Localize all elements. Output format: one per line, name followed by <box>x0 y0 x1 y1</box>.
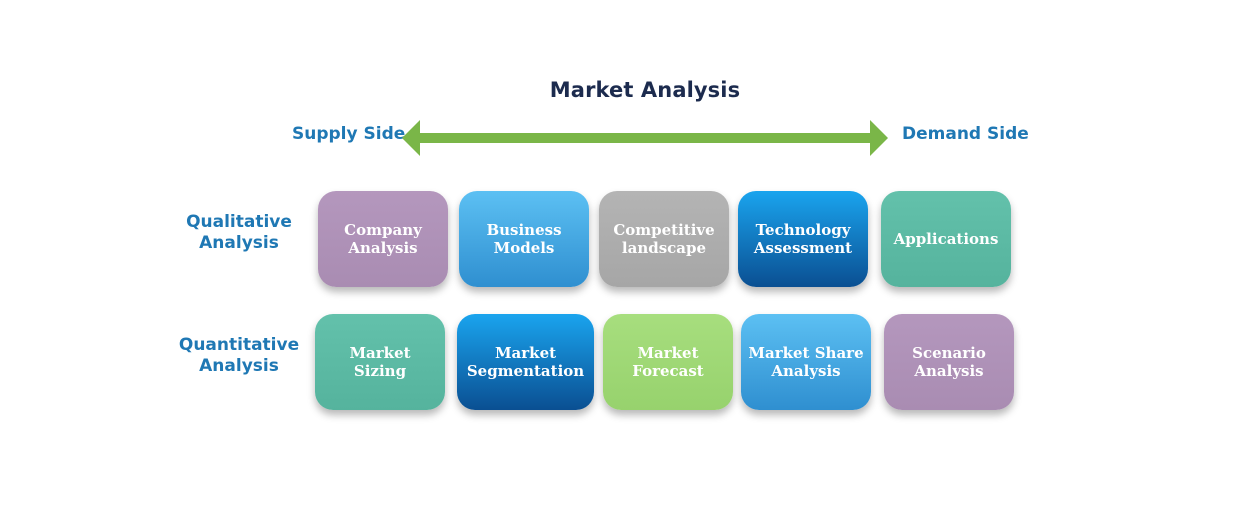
double-arrow-icon <box>402 120 888 156</box>
business-models-box: Business Models <box>459 191 589 287</box>
box-label-line2: Forecast <box>632 362 704 380</box>
diagram-title: Market Analysis <box>549 78 741 102</box>
qualitative-label-line2: Analysis <box>199 233 279 253</box>
box-label-line1: Market Sizing <box>349 344 411 380</box>
box-label-line1: Business <box>486 221 562 239</box>
box-label-line2: Analysis <box>771 362 841 380</box>
applications-box: Applications <box>881 191 1011 287</box>
supply-side-label: Supply Side <box>292 124 406 144</box>
box-label-line1: Company <box>344 221 422 239</box>
market-segmentation-box: Market Segmentation <box>457 314 594 410</box>
quantitative-label-line1: Quantitative <box>178 335 300 355</box>
box-label-line2: Segmentation <box>466 362 585 380</box>
quantitative-label-line2: Analysis <box>199 356 279 376</box>
box-label-line1: Technology <box>755 221 851 239</box>
box-label-line2: Assessment <box>753 239 853 257</box>
box-label-line2: Models <box>493 239 555 257</box>
demand-side-label: Demand Side <box>902 124 1029 144</box>
market-sizing-box: Market Sizing <box>315 314 445 410</box>
box-label-line1: Applications <box>893 230 999 248</box>
box-label-line2: landscape <box>621 239 707 257</box>
market-forecast-box: Market Forecast <box>603 314 733 410</box>
box-label-line1: Market Share <box>748 344 864 362</box>
box-label-line1: Scenario <box>912 344 986 362</box>
box-label-line1: Competitive <box>613 221 715 239</box>
box-label-line2: Analysis <box>914 362 984 380</box>
scenario-analysis-box: Scenario Analysis <box>884 314 1014 410</box>
competitive-landscape-box: Competitive landscape <box>599 191 729 287</box>
company-analysis-box: Company Analysis <box>318 191 448 287</box>
technology-assessment-box: Technology Assessment <box>738 191 868 287</box>
qualitative-analysis-label: Qualitative Analysis <box>169 212 309 254</box>
box-label-line1: Market <box>637 344 699 362</box>
market-share-analysis-box: Market Share Analysis <box>741 314 871 410</box>
double-arrow-shape <box>402 120 888 156</box>
box-label-line2: Analysis <box>348 239 418 257</box>
quantitative-analysis-label: Quantitative Analysis <box>169 335 309 377</box>
qualitative-label-line1: Qualitative <box>186 212 292 232</box>
box-label-line1: Market <box>494 344 557 362</box>
